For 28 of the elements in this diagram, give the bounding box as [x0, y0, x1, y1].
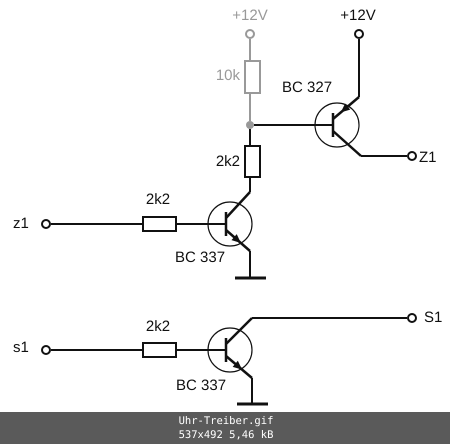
wire [249, 94, 251, 121]
part-number: BC 337 [176, 378, 226, 394]
terminal-label: s1 [13, 340, 29, 356]
wire [249, 39, 251, 60]
wire [254, 124, 315, 126]
resistor-value: 2k2 [146, 192, 170, 208]
resistor-value: 2k2 [216, 154, 240, 170]
part-number: BC 337 [175, 250, 226, 266]
terminal-label: Z1 [419, 150, 437, 166]
part-number: BC 327 [282, 80, 332, 96]
wire [251, 378, 253, 402]
wire [51, 223, 142, 225]
resistor-value: 10k [216, 68, 240, 84]
terminal-label: S1 [424, 310, 442, 326]
terminal-label: z1 [13, 216, 29, 232]
terminal-label: +12V [340, 8, 376, 24]
wire [361, 155, 407, 157]
wire [51, 349, 142, 351]
terminal-label: +12V [232, 8, 268, 24]
wire [177, 223, 208, 225]
wire [249, 178, 251, 192]
wire [358, 39, 360, 97]
wire [252, 317, 407, 319]
wire [249, 129, 251, 145]
caption: Uhr-Treiber.gif 537x492 5,46 kB [178, 414, 274, 442]
wire [249, 251, 251, 276]
wire [177, 349, 208, 351]
resistor-value: 2k2 [146, 319, 170, 335]
